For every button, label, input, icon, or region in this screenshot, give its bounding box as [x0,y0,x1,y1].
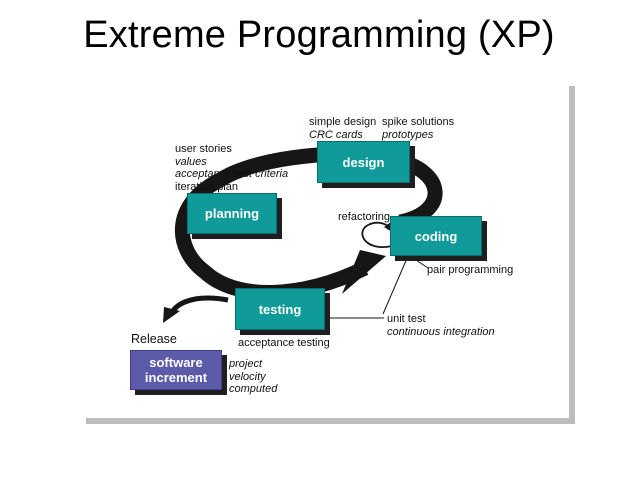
phase-coding: coding [390,216,482,256]
note-unit-test: unit test [387,313,426,325]
unit-test-notes: unit test continuous integration [387,313,495,338]
phase-planning: planning [187,193,277,234]
note-refactoring: refactoring [338,211,390,223]
release-label: Release [131,332,177,346]
software-increment-line2: increment [144,370,208,385]
slide-title: Extreme Programming (XP) [83,14,555,56]
spike-notes: spike solutions prototypes [382,116,454,141]
cycle-arrowhead [342,250,386,294]
note-continuous-integration: continuous integration [387,325,495,338]
note-spike-solutions: spike solutions [382,116,455,128]
software-increment-line1: software [149,355,203,370]
phase-testing: testing [235,288,325,330]
note-user-stories: user stories [175,143,232,155]
design-notes: simple design CRC cards [309,116,376,141]
release-notes: project velocity computed [229,358,277,396]
note-acceptance-test-criteria: acceptance test criteria [175,168,289,180]
planning-notes: user stories values acceptance test crit… [175,143,288,193]
note-prototypes: prototypes [382,128,434,141]
release-arrowhead [163,307,180,323]
note-pair-programming: pair programming [427,264,514,276]
software-increment-box: software increment [130,350,222,390]
note-iteration-plan: iteration plan [175,180,238,193]
phase-design: design [317,141,410,183]
release-arrow [169,295,229,314]
release-note-velocity: velocity [229,370,266,383]
note-values: values [175,155,207,168]
note-crc-cards: CRC cards [309,128,363,141]
unit-test-line [382,255,409,315]
note-acceptance-testing: acceptance testing [238,337,330,349]
note-simple-design: simple design [309,116,377,128]
release-note-computed: computed [229,383,278,395]
release-note-project: project [229,358,263,370]
